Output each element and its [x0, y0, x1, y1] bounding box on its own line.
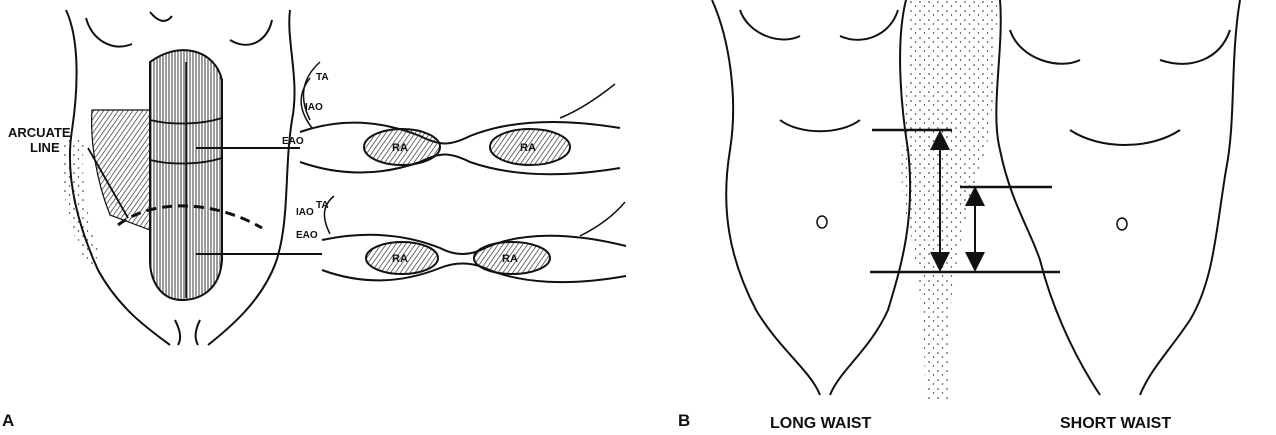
- short-waist-torso: [996, 0, 1240, 395]
- label-ra-right-lower: RA: [502, 253, 518, 265]
- label-eao-lower: EAO: [296, 230, 318, 241]
- label-iao-upper: IAO: [305, 102, 323, 113]
- arcuate-label-line2: LINE: [30, 140, 60, 155]
- waist-gap-shading: [902, 0, 1000, 400]
- long-waist-navel: [817, 216, 827, 228]
- short-waist-navel: [1117, 218, 1127, 230]
- arcuate-label-line1: ARCUATE: [8, 125, 71, 140]
- label-ra-right-upper: RA: [520, 142, 536, 154]
- panel-a: ARCUATE LINE TA IAO EAO RA RA TA IAO EAO…: [2, 10, 626, 430]
- label-eao-upper: EAO: [282, 136, 304, 147]
- upper-cross-section: [300, 62, 620, 174]
- short-waist-label: SHORT WAIST: [1060, 415, 1171, 432]
- panel-b: B LONG WAIST SHORT WAIST: [678, 0, 1240, 432]
- label-ra-left-upper: RA: [392, 142, 408, 154]
- long-waist-torso: [712, 0, 910, 395]
- long-waist-label: LONG WAIST: [770, 415, 872, 432]
- label-ta-lower: TA: [316, 200, 329, 211]
- label-ta-upper: TA: [316, 72, 329, 83]
- panel-b-letter: B: [678, 411, 690, 430]
- panel-a-letter: A: [2, 411, 14, 430]
- label-iao-lower: IAO: [296, 207, 314, 218]
- label-ra-left-lower: RA: [392, 253, 408, 265]
- lower-cross-section: [322, 196, 626, 282]
